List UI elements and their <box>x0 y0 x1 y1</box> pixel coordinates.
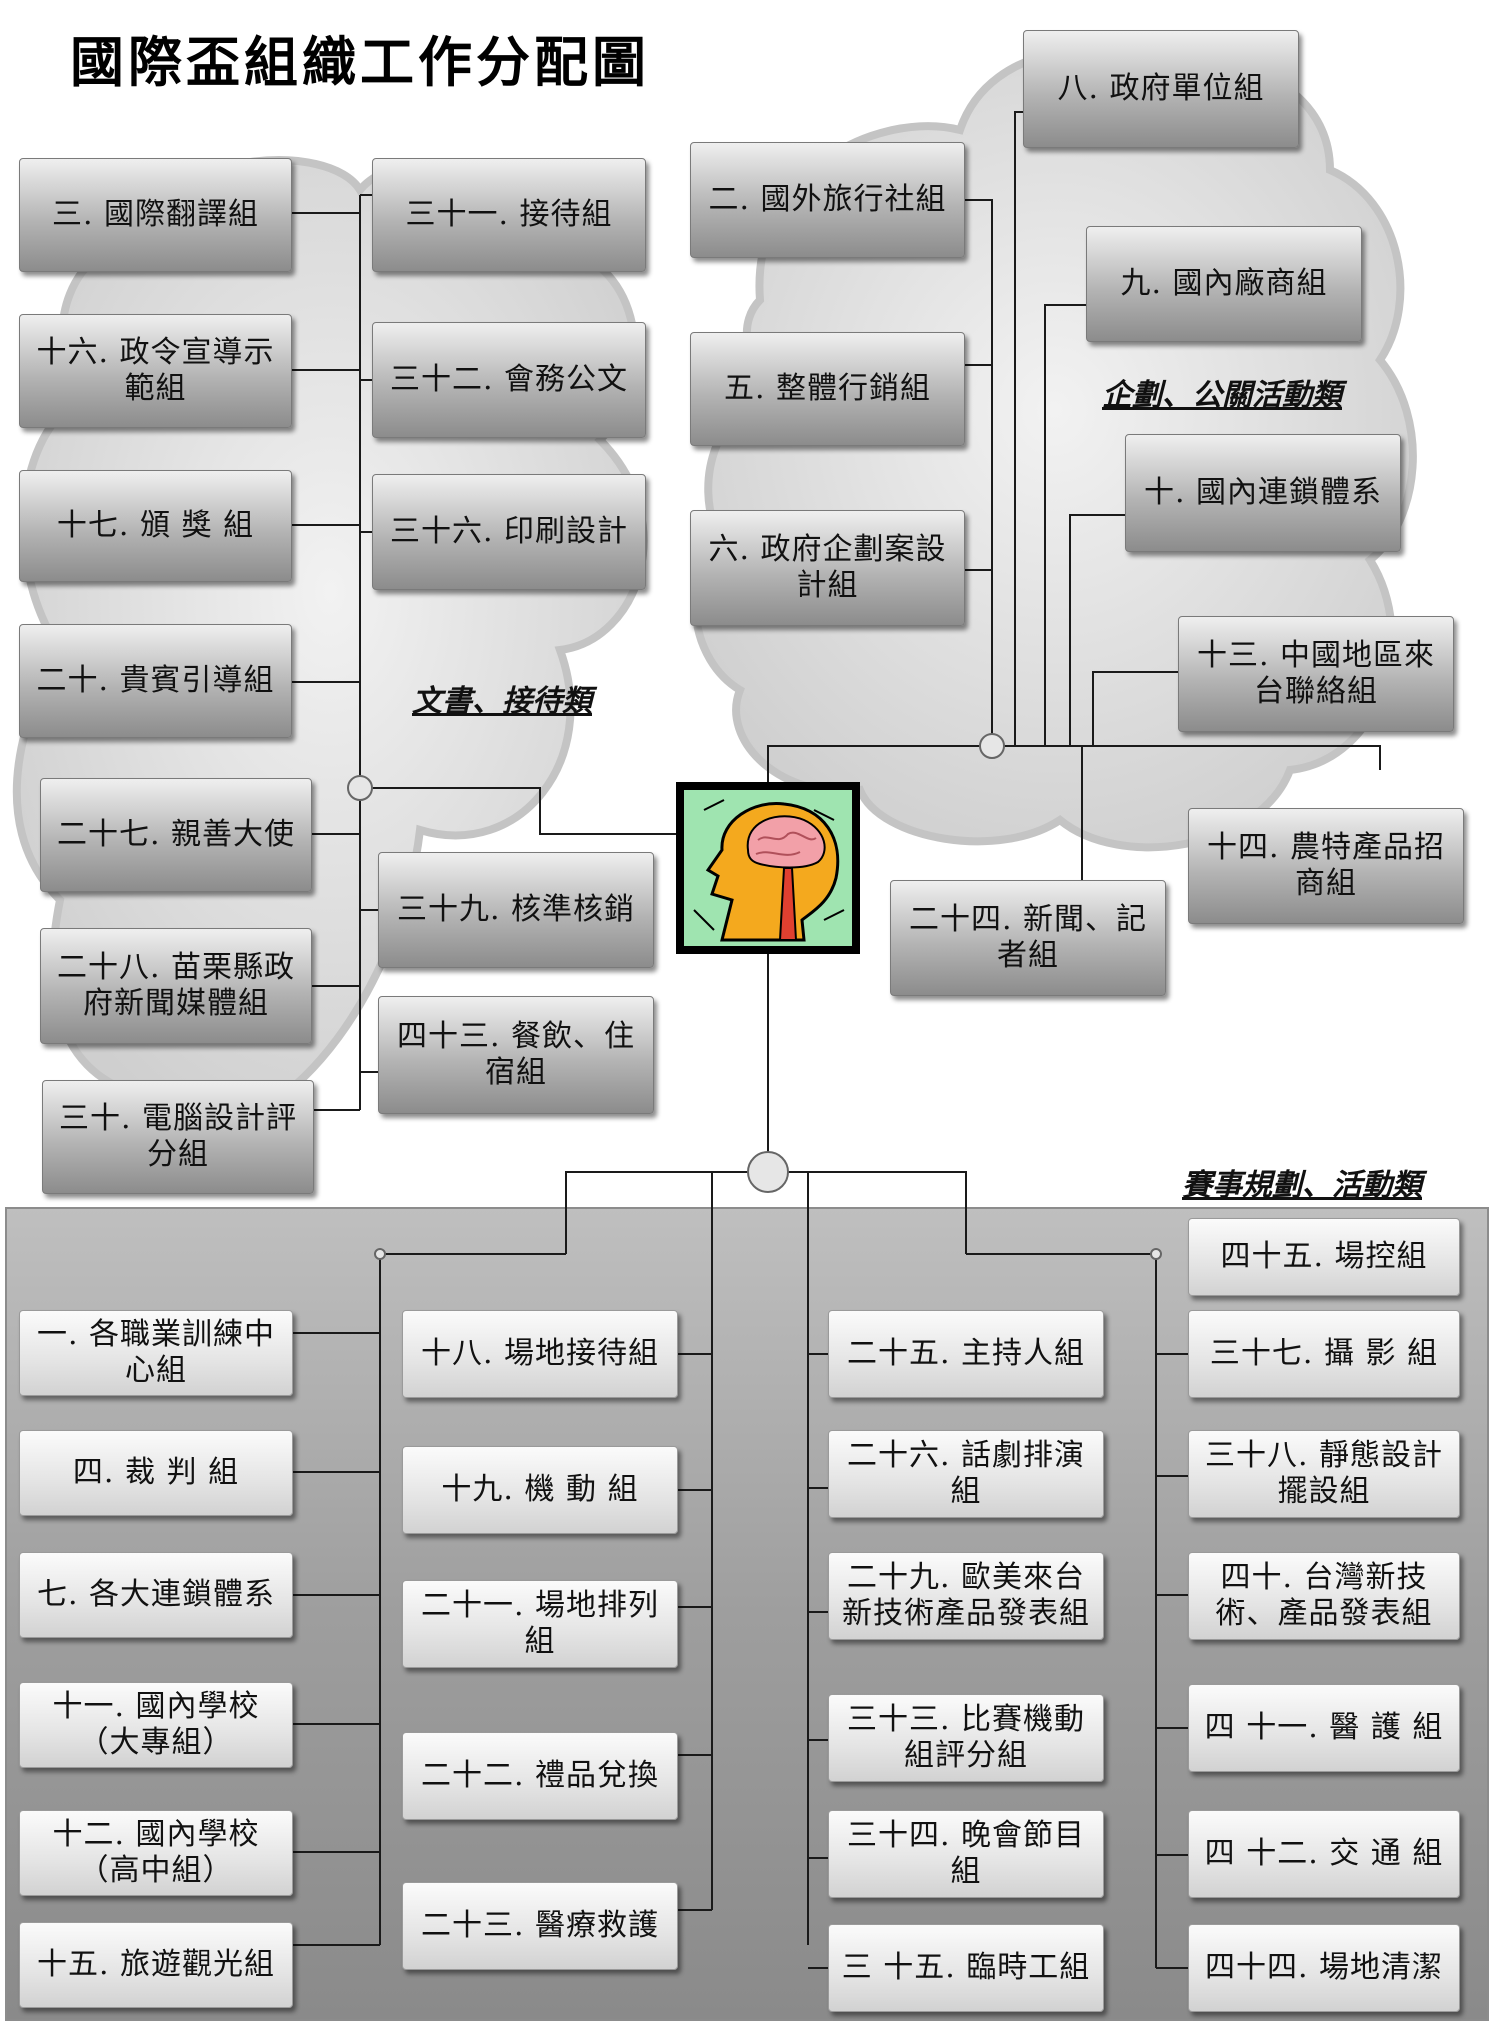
group-31: 三十一. 接待組 <box>372 158 646 272</box>
group-42: 四 十二. 交 通 組 <box>1188 1810 1460 1898</box>
group-43: 四十三. 餐飲、住宿組 <box>378 996 654 1114</box>
hub-events <box>747 1151 789 1193</box>
hub-nodes <box>347 733 1162 1260</box>
group-30: 三十. 電腦設計評分組 <box>42 1080 314 1194</box>
group-25: 二十五. 主持人組 <box>828 1310 1104 1398</box>
group-22: 二十二. 禮品兌換 <box>402 1732 678 1820</box>
group-44: 四十四. 場地清潔 <box>1188 1924 1460 2012</box>
hub-left <box>347 775 373 801</box>
center-brain-icon <box>676 782 860 954</box>
group-26: 二十六. 話劇排演組 <box>828 1430 1104 1518</box>
connector-lines <box>292 111 1381 1969</box>
group-5: 五. 整體行銷組 <box>690 332 965 446</box>
group-8: 八. 政府單位組 <box>1023 30 1299 148</box>
hub-planning <box>979 733 1005 759</box>
group-4: 四. 裁 判 組 <box>19 1430 293 1516</box>
group-19: 十九. 機 動 組 <box>402 1446 678 1534</box>
group-23: 二十三. 醫療救護 <box>402 1882 678 1970</box>
group-36: 三十六. 印刷設計 <box>372 474 646 590</box>
group-13: 十三. 中國地區來台聯絡組 <box>1178 616 1454 732</box>
hub-events-right <box>1150 1248 1162 1260</box>
category-planning-label: 企劃、公關活動類 <box>1102 378 1342 413</box>
brain-head-icon <box>684 790 852 946</box>
group-33: 三十三. 比賽機動組評分組 <box>828 1694 1104 1782</box>
hub-events-left <box>374 1248 386 1260</box>
group-38: 三十八. 靜態設計擺設組 <box>1188 1430 1460 1518</box>
category-clerical-label: 文書、接待類 <box>412 684 592 719</box>
group-14: 十四. 農特產品招商組 <box>1188 808 1464 924</box>
group-7: 七. 各大連鎖體系 <box>19 1552 293 1638</box>
group-11: 十一. 國內學校（大專組） <box>19 1682 293 1768</box>
category-events-label: 賽事規劃、活動類 <box>1182 1168 1422 1203</box>
group-18: 十八. 場地接待組 <box>402 1310 678 1398</box>
group-27: 二十七. 親善大使 <box>40 778 312 892</box>
group-34: 三十四. 晚會節目組 <box>828 1810 1104 1898</box>
group-6: 六. 政府企劃案設計組 <box>690 510 965 626</box>
group-24: 二十四. 新聞、記者組 <box>890 880 1166 996</box>
group-17: 十七. 頒 獎 組 <box>19 470 292 582</box>
group-15: 十五. 旅遊觀光組 <box>19 1922 293 2008</box>
group-9: 九. 國內廠商組 <box>1086 226 1362 342</box>
group-2: 二. 國外旅行社組 <box>690 142 965 258</box>
group-45: 四十五. 場控組 <box>1188 1218 1460 1296</box>
group-20: 二十. 貴賓引導組 <box>19 624 292 738</box>
group-3: 三. 國際翻譯組 <box>19 158 292 272</box>
group-39: 三十九. 核準核銷 <box>378 852 654 968</box>
group-10: 十. 國內連鎖體系 <box>1125 434 1401 552</box>
page-title: 國際盃組織工作分配圖 <box>70 30 650 94</box>
group-1: 一. 各職業訓練中心組 <box>19 1310 293 1396</box>
group-12: 十二. 國內學校（高中組） <box>19 1810 293 1896</box>
group-37: 三十七. 攝 影 組 <box>1188 1310 1460 1398</box>
group-32: 三十二. 會務公文 <box>372 322 646 438</box>
group-40: 四十. 台灣新技術、產品發表組 <box>1188 1552 1460 1640</box>
group-29: 二十九. 歐美來台新技術產品發表組 <box>828 1552 1104 1640</box>
group-28: 二十八. 苗栗縣政府新聞媒體組 <box>40 928 312 1044</box>
group-16: 十六. 政令宣導示範組 <box>19 314 292 428</box>
group-41: 四 十一. 醫 護 組 <box>1188 1684 1460 1772</box>
group-21: 二十一. 場地排列組 <box>402 1580 678 1668</box>
group-35: 三 十五. 臨時工組 <box>828 1924 1104 2012</box>
